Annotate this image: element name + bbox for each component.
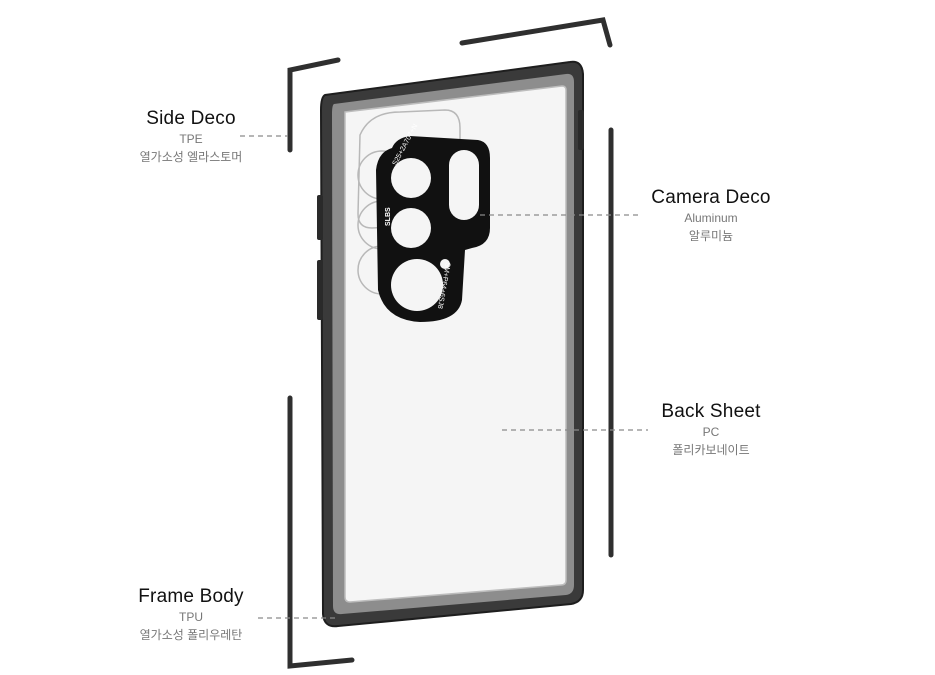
side-deco-title: Side Deco [146,108,236,129]
frame-button-2 [317,260,323,320]
back-sheet-title: Back Sheet [661,401,761,422]
camera-deco-title: Camera Deco [651,187,771,208]
label-frame-body: Frame Body TPU 열가소성 폴리우레탄 [106,586,276,643]
back-sheet-korean: 폴리카보네이트 [672,443,750,457]
leader-lines [240,135,648,619]
frame-body-material: TPU [179,610,203,624]
label-back-sheet: Back Sheet PC 폴리카보네이트 [626,401,796,458]
back-sheet-material: PC [702,425,720,439]
lens-hole-3 [391,259,443,311]
lens-hole-periscope [449,150,479,220]
side-deco-material: TPE [179,132,203,146]
lens-hole-flash [440,259,450,269]
side-deco-strips [287,17,614,669]
camera-deco-material: Aluminum [684,211,738,225]
frame-body-korean: 열가소성 폴리우레탄 [139,628,243,642]
label-camera-deco: Camera Deco Aluminum 알루미늄 [626,187,796,244]
camera-ring-text-side: SLBS [385,207,392,226]
camera-deco-korean: 알루미늄 [688,229,734,243]
side-deco-korean: 열가소성 엘라스토머 [139,150,243,164]
side-deco-top-left [287,57,341,153]
label-side-deco: Side Deco TPE 열가소성 엘라스토머 [106,108,276,165]
lens-hole-1 [391,158,431,198]
frame-button-1 [317,195,323,240]
lens-hole-2 [391,208,431,248]
camera-deco: S25+2A707+N SLBS SM+P64+6SJ8 [376,123,490,322]
side-deco-bottom-left [287,395,355,669]
frame-button-3 [578,110,584,150]
frame-body-title: Frame Body [138,586,244,607]
side-deco-top-right [459,17,613,48]
